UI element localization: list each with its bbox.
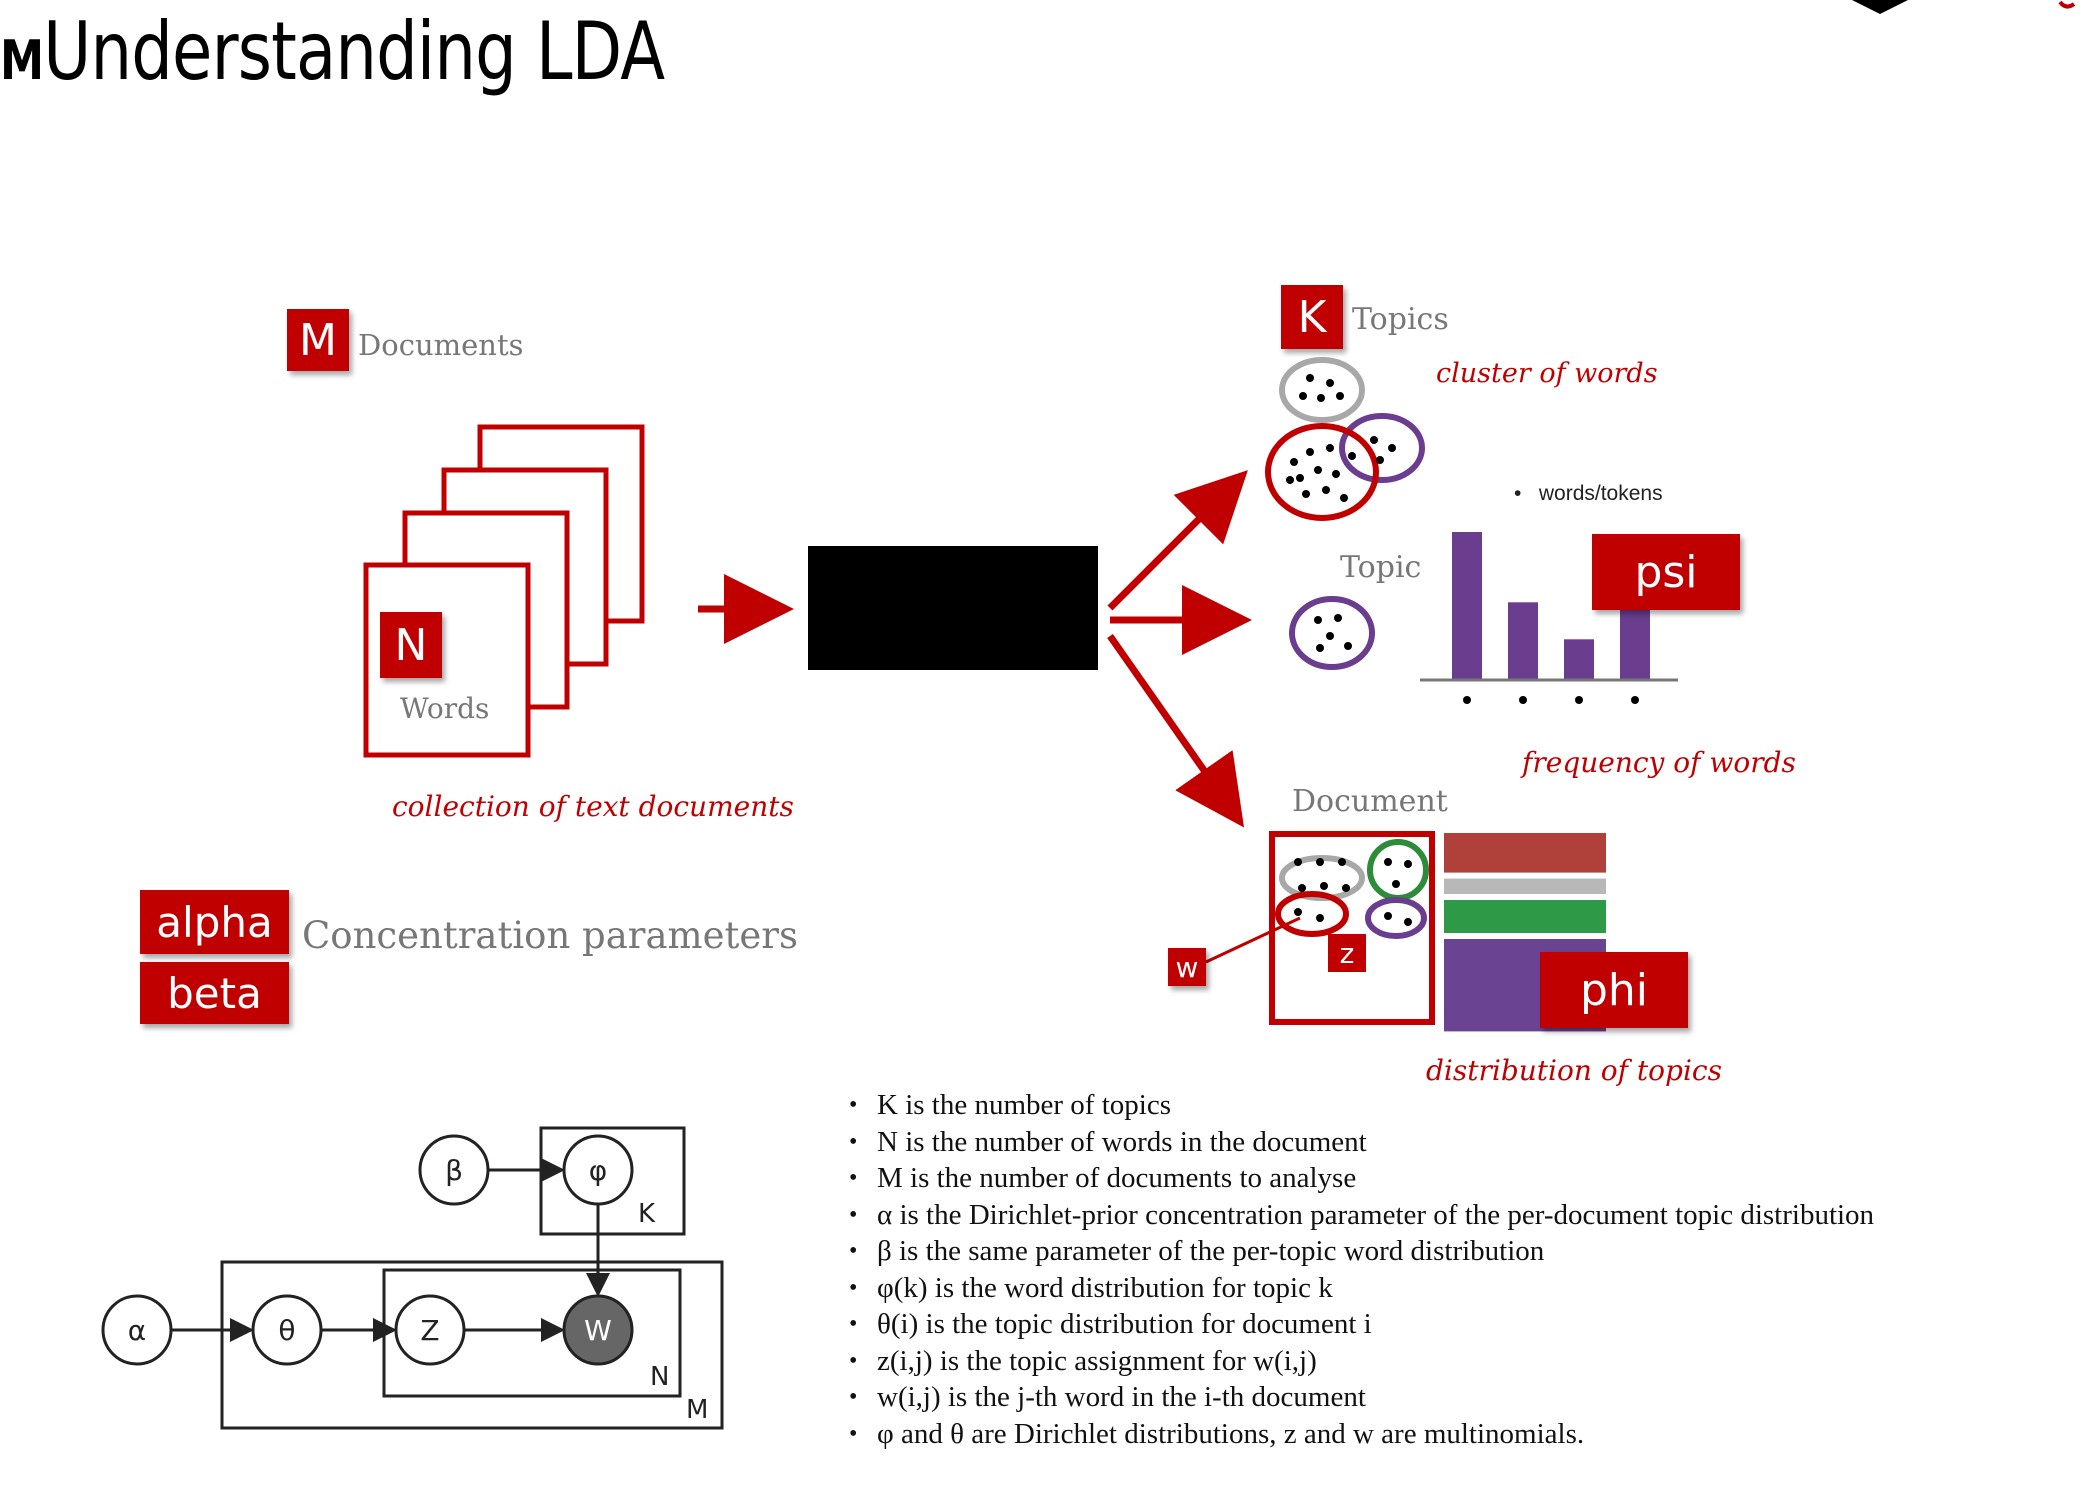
topic-bar xyxy=(1508,602,1538,680)
topic-cluster-red xyxy=(1265,423,1379,521)
words-label: Words xyxy=(400,692,490,725)
topic-cluster-purple xyxy=(1339,413,1425,483)
arrow-to-topics xyxy=(1107,470,1248,611)
corner-red-mark xyxy=(2058,0,2076,9)
legend-item: θ(i) is the topic distribution for docum… xyxy=(845,1306,1874,1343)
document-topic-bar xyxy=(1444,833,1606,873)
document-topic-bar xyxy=(1444,878,1606,894)
K-box-label: K xyxy=(1297,291,1327,343)
legend-item: K is the number of topics xyxy=(845,1087,1874,1124)
legend-list: K is the number of topics N is the numbe… xyxy=(845,1087,1874,1452)
legend-item: β is the same parameter of the per-topic… xyxy=(845,1233,1874,1270)
topic-cluster-gray-dots xyxy=(1299,374,1344,402)
model-black-box xyxy=(808,546,1098,670)
doc-cluster-red xyxy=(1275,891,1349,937)
w-box-label: w xyxy=(1175,950,1199,984)
title-prefix: M xyxy=(0,29,44,92)
topic-cluster-red-dots xyxy=(1286,436,1396,502)
alpha-box: alpha xyxy=(140,890,289,954)
plate-model xyxy=(101,1126,724,1430)
topic-bar-word-dot xyxy=(1631,696,1639,704)
topic-cluster-gray xyxy=(1279,357,1365,423)
node-beta-label: β xyxy=(445,1154,463,1187)
concentration-label: Concentration parameters xyxy=(302,914,798,957)
topic-label: Topic xyxy=(1340,550,1422,585)
psi-box: psi xyxy=(1592,534,1740,610)
plate-M-label: M xyxy=(686,1395,708,1425)
K-box: K xyxy=(1281,285,1343,349)
documents-label: Documents xyxy=(358,328,524,362)
node-z-label: Z xyxy=(420,1314,439,1347)
w-box: w xyxy=(1168,948,1206,986)
plate-N-label: N xyxy=(650,1362,669,1392)
w-pointer-line xyxy=(1205,916,1301,964)
doc-cluster-gray xyxy=(1279,855,1365,901)
plate-K-label: K xyxy=(638,1199,656,1229)
phi-box: phi xyxy=(1540,952,1688,1028)
node-alpha-label: α xyxy=(128,1314,146,1347)
beta-box: beta xyxy=(140,962,289,1024)
z-box-label: z xyxy=(1339,936,1355,970)
legend-item: N is the number of words in the document xyxy=(845,1124,1874,1161)
topics-label: Topics xyxy=(1352,302,1449,337)
words-tokens-note: • words/tokens xyxy=(1514,482,1663,505)
document-box xyxy=(1269,831,1435,1025)
document-topic-bar xyxy=(1444,900,1606,933)
topic-bar-word-dot xyxy=(1519,696,1527,704)
phi-box-label: phi xyxy=(1579,964,1649,1016)
topic-bar-word-dot xyxy=(1575,696,1583,704)
legend-item: w(i,j) is the j-th word in the i-th docu… xyxy=(845,1379,1874,1416)
alpha-box-label: alpha xyxy=(156,897,273,947)
arrow-to-document xyxy=(1107,633,1245,828)
N-box: N xyxy=(380,612,442,678)
beta-box-label: beta xyxy=(167,968,262,1018)
node-w-label: W xyxy=(584,1314,612,1347)
collection-annotation: collection of text documents xyxy=(392,790,794,823)
N-box-label: N xyxy=(394,619,428,671)
M-box: M xyxy=(287,309,349,371)
M-box-label: M xyxy=(299,314,337,366)
title-text: Understanding LDA xyxy=(43,5,665,98)
node-theta-label: θ xyxy=(278,1314,295,1347)
single-topic-cluster xyxy=(1289,596,1375,670)
page-title: MUnderstanding LDA xyxy=(0,4,665,109)
topic-bar xyxy=(1564,639,1594,680)
topic-bar xyxy=(1452,532,1482,680)
node-phi-label: φ xyxy=(589,1154,607,1187)
cluster-annotation: cluster of words xyxy=(1436,358,1658,389)
document-label: Document xyxy=(1292,784,1448,819)
words-tokens-label: words/tokens xyxy=(1538,482,1663,505)
plate-M xyxy=(220,1260,724,1430)
doc-cluster-green xyxy=(1367,839,1429,901)
distribution-annotation: distribution of topics xyxy=(1426,1054,1722,1087)
doc-word-dots xyxy=(1294,858,1412,926)
legend-item: φ and θ are Dirichlet distributions, z a… xyxy=(845,1416,1874,1453)
psi-box-label: psi xyxy=(1634,546,1698,598)
single-topic-dots xyxy=(1314,614,1352,652)
legend-item: φ(k) is the word distribution for topic … xyxy=(845,1270,1874,1307)
legend-item: α is the Dirichlet-prior concentration p… xyxy=(845,1197,1874,1234)
legend-item: M is the number of documents to analyse xyxy=(845,1160,1874,1197)
legend-item: z(i,j) is the topic assignment for w(i,j… xyxy=(845,1343,1874,1380)
corner-logo-shape xyxy=(1852,0,1908,14)
frequency-annotation: frequency of words xyxy=(1522,746,1796,779)
topic-bar-word-dot xyxy=(1463,696,1471,704)
doc-cluster-purple xyxy=(1365,897,1427,939)
z-box: z xyxy=(1328,934,1366,972)
